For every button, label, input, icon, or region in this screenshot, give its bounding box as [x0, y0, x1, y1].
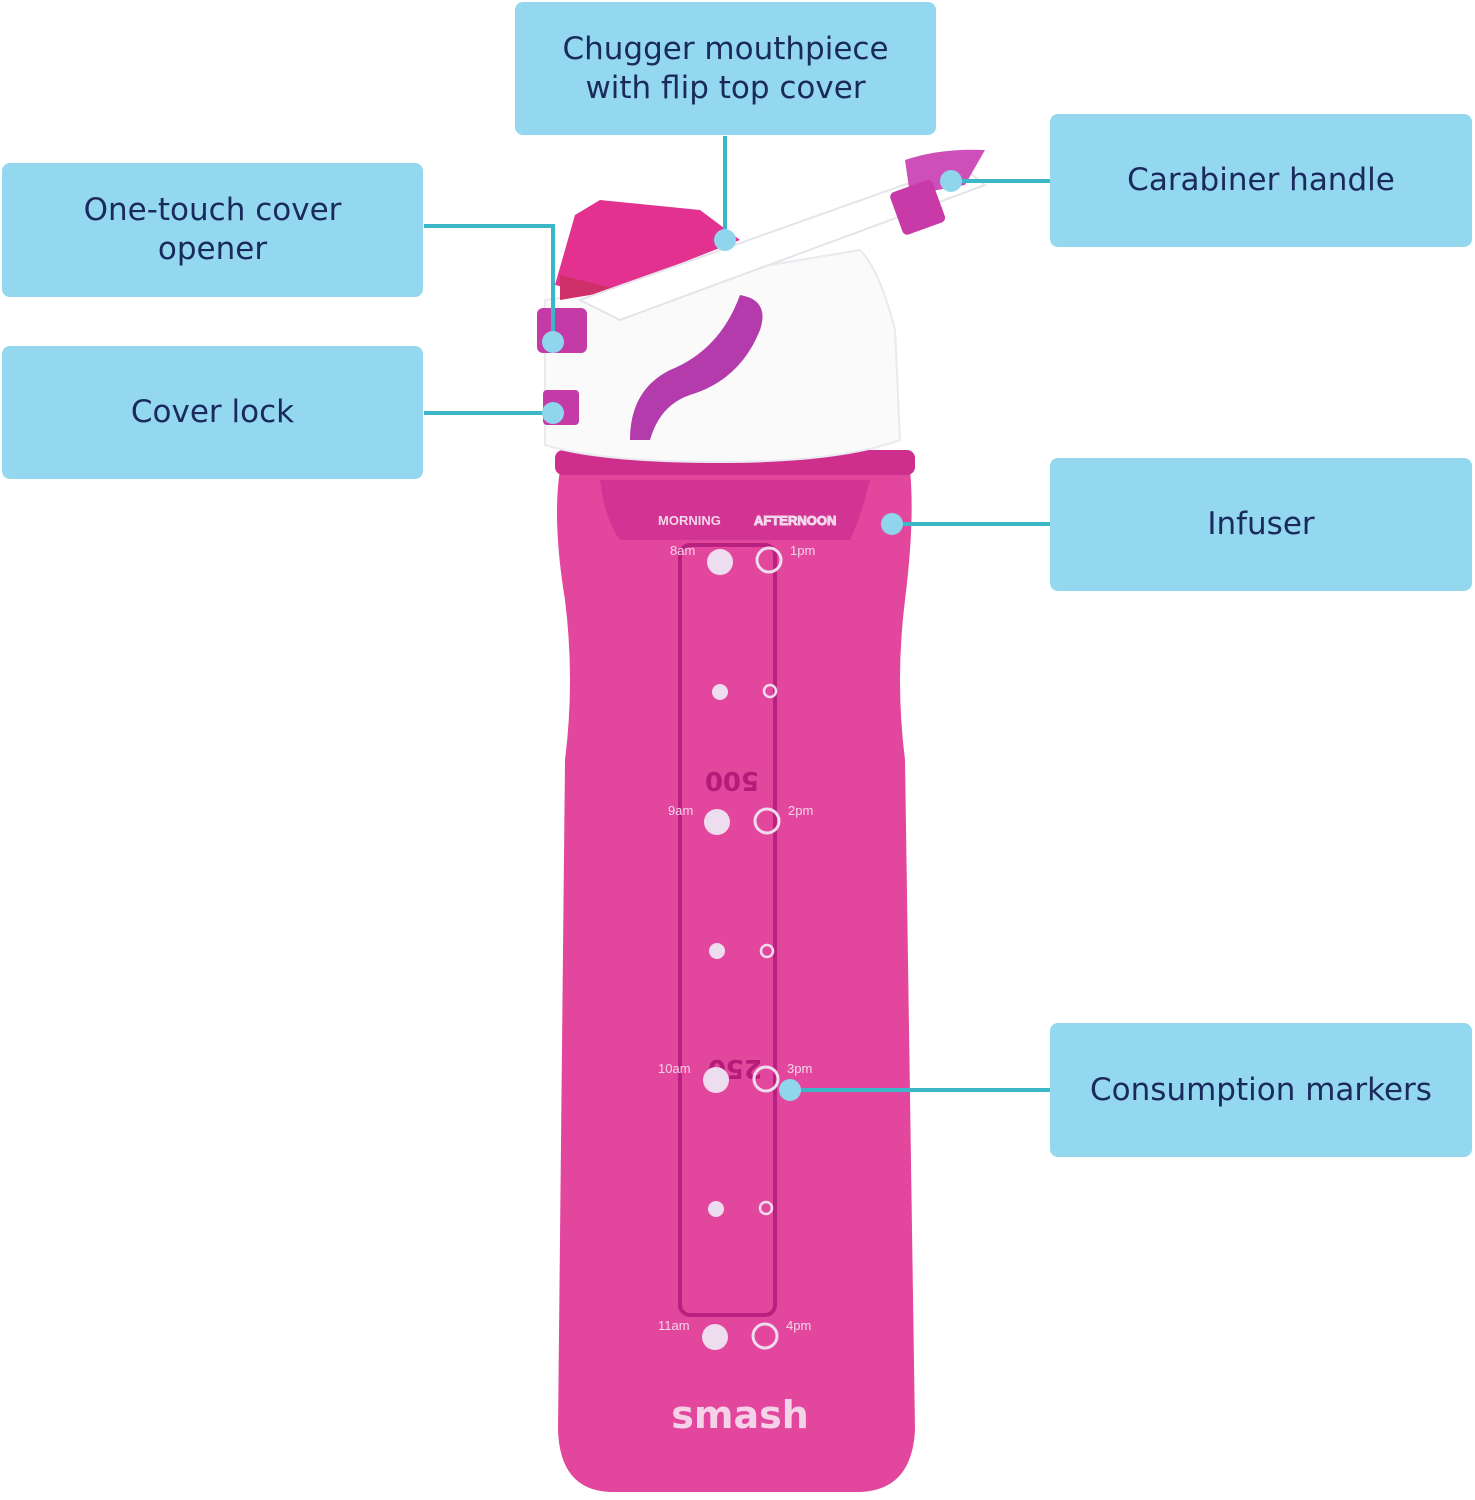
callout-opener: One-touch cover opener — [2, 163, 423, 297]
morning-label: MORNING — [658, 513, 721, 528]
time-9am: 9am — [668, 803, 693, 818]
callout-lock: Cover lock — [2, 346, 423, 479]
callout-mouthpiece: Chugger mouthpiece with flip top cover — [515, 2, 936, 135]
marker-row-4: 11am 4pm — [658, 1318, 811, 1350]
time-4pm: 4pm — [786, 1318, 811, 1333]
brand-logo: smash — [671, 1393, 809, 1437]
bottle-body — [556, 470, 915, 1492]
callout-infuser: Infuser — [1050, 458, 1472, 591]
callout-markers: Consumption markers — [1050, 1023, 1472, 1157]
carabiner-handle — [577, 163, 988, 322]
callout-dots — [542, 170, 962, 1101]
marker-row-2: 9am 2pm — [668, 803, 813, 835]
time-2pm: 2pm — [788, 803, 813, 818]
time-8am: 8am — [670, 543, 695, 558]
time-1pm: 1pm — [790, 543, 815, 558]
time-10am: 10am — [658, 1061, 691, 1076]
time-11am: 11am — [658, 1318, 690, 1333]
callout-carabiner: Carabiner handle — [1050, 114, 1472, 247]
marker-row-3: 10am 3pm — [658, 1061, 812, 1093]
time-3pm: 3pm — [787, 1061, 812, 1076]
marker-row-1: 8am 1pm — [670, 543, 815, 575]
leader-lines — [424, 136, 1050, 1092]
afternoon-label: AFTERNOON — [754, 513, 836, 528]
volume-500: 500 — [705, 765, 759, 795]
